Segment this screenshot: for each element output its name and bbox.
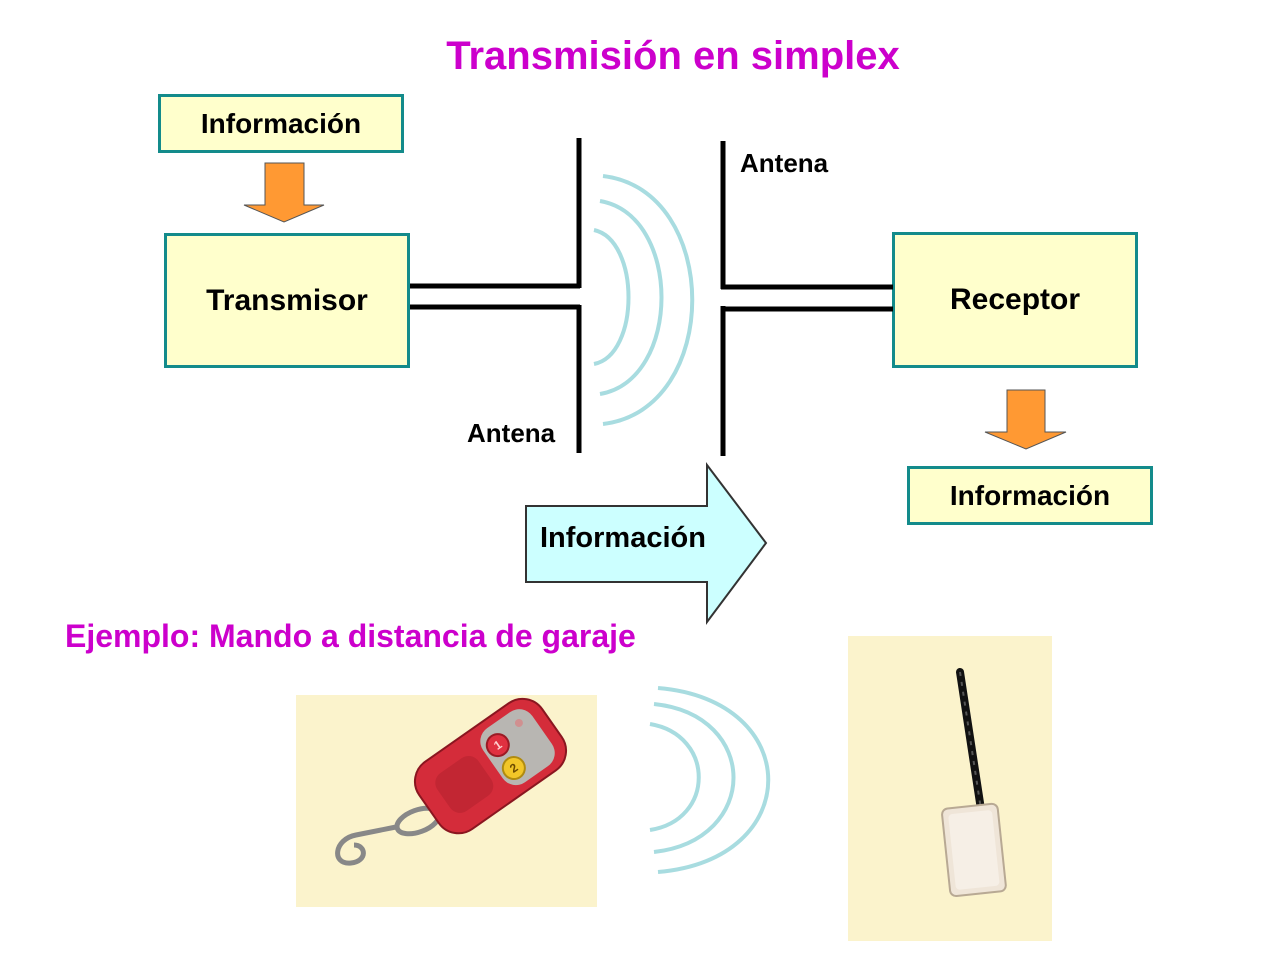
info-input-box: Información — [158, 94, 404, 153]
flow-arrow — [525, 462, 768, 626]
info-input-label: Información — [200, 107, 362, 139]
remote-body — [413, 697, 568, 835]
page-title: Transmisión en simplex — [446, 34, 900, 78]
example-caption: Ejemplo: Mando a distancia de garaje — [65, 618, 636, 654]
receiver-box: Receptor — [892, 232, 1138, 368]
rx-antenna-label: Antena — [740, 148, 829, 178]
radio-waves-icon — [649, 686, 771, 874]
transmitter-box: Transmisor — [164, 233, 410, 368]
receiver-label: Receptor — [949, 283, 1081, 316]
remote-button-1 — [485, 733, 510, 758]
radio-waves-icon — [593, 174, 695, 426]
remote-button-2 — [501, 756, 526, 781]
keychain-clip-icon — [335, 805, 442, 866]
info-output-box: Información — [907, 466, 1153, 525]
receiver-photo — [848, 636, 1052, 941]
down-arrow-icon — [243, 162, 325, 223]
transmitter-label: Transmisor — [206, 283, 368, 317]
flow-arrow-label: Información — [540, 522, 706, 554]
info-output-label: Información — [949, 479, 1111, 511]
down-arrow-icon — [984, 389, 1067, 450]
tx-antenna-label: Antena — [467, 418, 556, 448]
